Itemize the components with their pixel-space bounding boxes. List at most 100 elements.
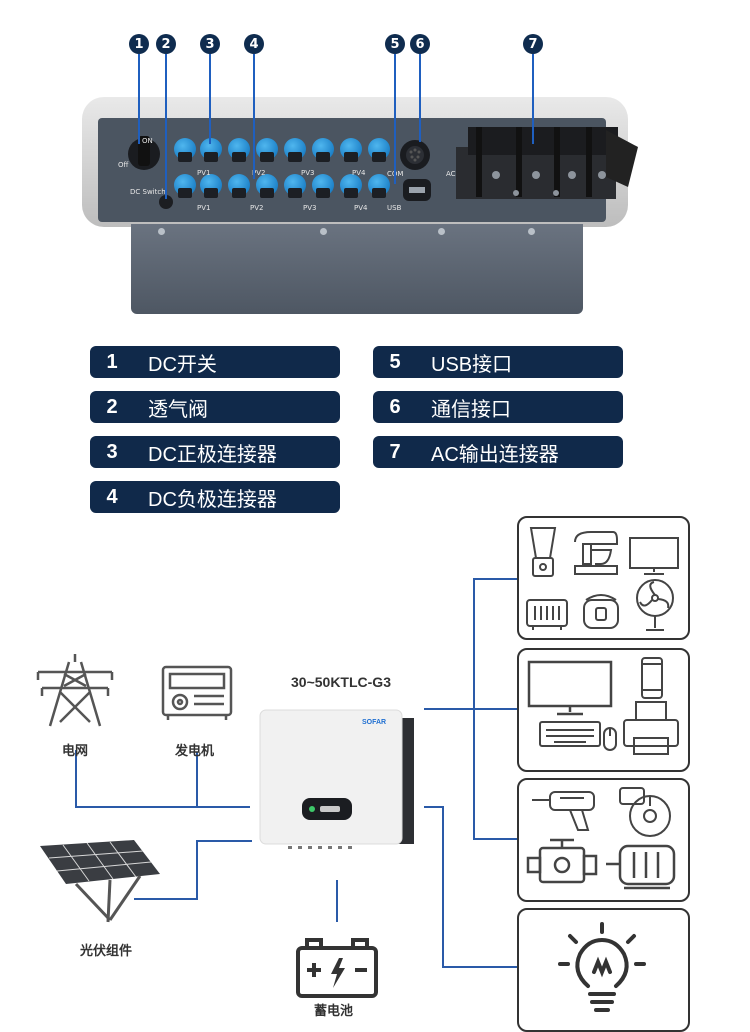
legend-number: 2	[106, 395, 118, 418]
dc-negative-connector	[284, 174, 306, 198]
wire-to-appliances	[473, 578, 517, 580]
leader-line-7	[532, 54, 534, 144]
dc-positive-connector	[174, 138, 196, 162]
battery-icon	[296, 938, 378, 998]
tv-icon	[629, 537, 679, 575]
grid-label: 电网	[62, 743, 89, 758]
mouse-icon	[603, 727, 617, 751]
legend-number: 4	[106, 485, 118, 508]
dc-negative-connector	[200, 174, 222, 198]
legend-label: AC输出连接器	[431, 443, 559, 466]
inverter-unit-icon	[259, 709, 414, 849]
marker-3: 3	[200, 34, 220, 54]
legend-label: DC正极连接器	[148, 443, 277, 466]
legend-label: USB接口	[431, 353, 513, 376]
marker-4: 4	[244, 34, 264, 54]
fan-icon	[636, 579, 674, 631]
wire-lighting-vertical	[442, 806, 444, 968]
legend-number: 5	[389, 350, 401, 373]
keyboard-icon	[539, 721, 601, 747]
ac-label: AC	[446, 170, 456, 178]
usb-label: USB	[387, 204, 402, 212]
breather-valve-icon	[159, 195, 173, 209]
phone-icon	[641, 657, 663, 699]
wire-pv-panel	[134, 898, 198, 900]
mixer-icon	[574, 531, 618, 575]
legend-label: DC负极连接器	[148, 488, 277, 511]
battery-label: 蓄电池	[314, 1003, 354, 1018]
dc-negative-connector	[256, 174, 278, 198]
dc-negative-connector	[312, 174, 334, 198]
legend-number: 1	[106, 350, 118, 373]
pv1-positive-label: PV1	[197, 169, 211, 177]
dc-positive-connector	[200, 138, 222, 162]
appliances-box	[517, 516, 690, 640]
legend-item-usb: 5 USB接口	[373, 346, 623, 378]
solar-panel-icon	[40, 840, 160, 923]
wire-output-bus	[473, 578, 475, 840]
dc-positive-connector	[228, 138, 250, 162]
pv2-positive-label: PV2	[252, 169, 266, 177]
legend-number: 7	[389, 440, 401, 463]
marker-1: 1	[129, 34, 149, 54]
ac-terminal-block-icon	[456, 127, 638, 199]
circular-saw-icon	[619, 787, 671, 837]
pv3-negative-label: PV3	[303, 204, 317, 212]
leader-line-1	[138, 54, 140, 144]
monitor-icon	[527, 660, 613, 716]
wire-to-lighting	[442, 966, 517, 968]
wire-generator	[196, 752, 198, 808]
legend-label: DC开关	[148, 353, 217, 376]
printer-icon	[623, 701, 679, 755]
pv1-negative-label: PV1	[197, 204, 211, 212]
screw	[158, 228, 165, 235]
dc-switch-knob-icon	[128, 136, 160, 170]
dc-negative-connector	[340, 174, 362, 198]
legend-number: 6	[389, 395, 401, 418]
rice-cooker-icon	[583, 594, 619, 629]
dc-positive-connector	[312, 138, 334, 162]
legend-item-communication: 6 通信接口	[373, 391, 623, 423]
wire-pv-vertical	[196, 840, 198, 898]
engine-icon	[526, 838, 598, 884]
blender-icon	[529, 527, 557, 577]
generator-icon	[161, 665, 233, 720]
legend-item-dc-switch: 1 DC开关	[90, 346, 340, 378]
leader-line-3	[209, 54, 211, 144]
legend-number: 3	[106, 440, 118, 463]
dc-negative-connector	[174, 174, 196, 198]
wire-ac-input	[75, 806, 250, 808]
wire-to-tools	[473, 838, 517, 840]
power-tower-icon	[36, 654, 114, 727]
switch-on-label: ON	[142, 137, 153, 145]
inverter-bottom-cover	[131, 224, 583, 314]
motor-icon	[606, 844, 676, 890]
screw	[528, 228, 535, 235]
legend-item-ac-output: 7 AC输出连接器	[373, 436, 623, 468]
legend-label: 通信接口	[431, 398, 511, 421]
pv-label: 光伏组件	[80, 943, 133, 958]
dc-positive-connector	[284, 138, 306, 162]
wire-pv-to-inverter	[196, 840, 252, 842]
dc-positive-connector	[340, 138, 362, 162]
marker-5: 5	[385, 34, 405, 54]
dc-negative-connector	[228, 174, 250, 198]
wire-lighting-stub	[424, 806, 444, 808]
light-bulb-icon	[558, 922, 646, 1012]
leader-line-4	[253, 54, 255, 179]
generator-label: 发电机	[175, 743, 215, 758]
brand-label: SOFAR	[362, 719, 387, 726]
wire-battery	[336, 880, 338, 922]
legend-item-dc-negative: 4 DC负极连接器	[90, 481, 340, 513]
marker-2: 2	[156, 34, 176, 54]
legend-label: 透气阀	[148, 398, 208, 421]
marker-7: 7	[523, 34, 543, 54]
leader-line-2	[165, 54, 167, 199]
dc-negative-connector	[368, 174, 390, 198]
legend-item-dc-positive: 3 DC正极连接器	[90, 436, 340, 468]
dc-positive-connector	[256, 138, 278, 162]
usb-port-icon	[403, 179, 431, 201]
dc-positive-connector	[368, 138, 390, 162]
leader-line-6	[419, 54, 421, 142]
pv4-positive-label: PV4	[352, 169, 366, 177]
